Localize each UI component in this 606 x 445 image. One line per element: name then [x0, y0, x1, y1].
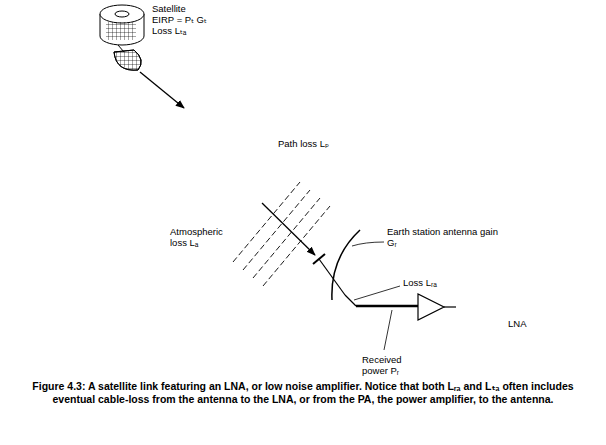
satellite-icon [100, 5, 144, 70]
received-power-label: Received power Pᵣ [362, 354, 418, 376]
feed-line [319, 259, 345, 295]
eirp-label: EIRP = Pₜ Gₜ [152, 14, 207, 25]
amplifier-label: LNA [508, 318, 526, 329]
amplifier-output [444, 306, 456, 307]
atmospheric-loss-label: Atmospheric loss Lₐ [170, 226, 238, 248]
loss-label: Loss Lᵣₐ [403, 277, 437, 288]
downlink-arrow [140, 72, 184, 108]
feed-line [345, 295, 356, 306]
figure-caption: Figure 4.3: A satellite link featuring a… [12, 380, 594, 406]
leader-line [352, 242, 384, 246]
path-loss-label: Path loss Lₚ [278, 138, 329, 149]
antenna-gain-label: Earth station antenna gain Gᵣ [387, 226, 499, 248]
satellite-label: Satellite [152, 3, 186, 14]
leader-line [384, 310, 392, 350]
cable [356, 305, 418, 308]
loss-label: Loss Lₜₐ [152, 25, 186, 36]
amplifier-symbol [418, 294, 444, 320]
leader-line [354, 286, 400, 300]
dish-reflector [332, 230, 360, 300]
signal-arrow [262, 203, 315, 255]
atmosphere-lines [233, 182, 330, 286]
